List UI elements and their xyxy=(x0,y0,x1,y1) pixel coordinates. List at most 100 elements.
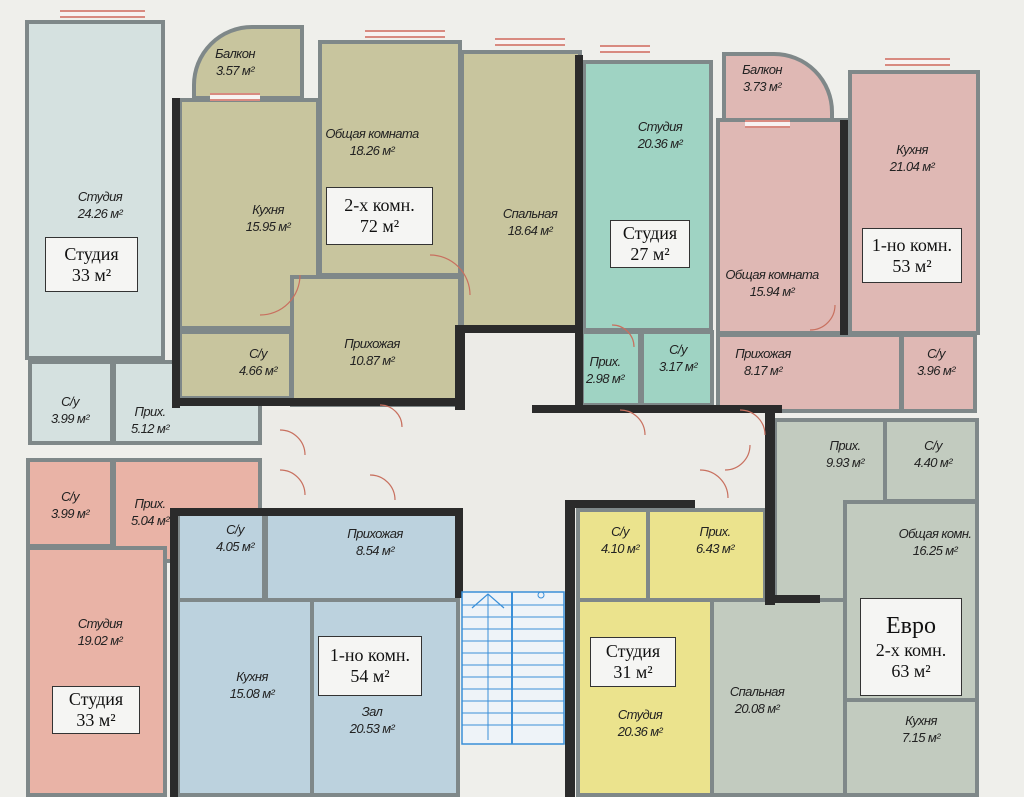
room xyxy=(710,598,847,797)
room-area: 7.15 м² xyxy=(902,730,941,745)
apartment-area: 33 м² xyxy=(76,710,116,730)
room-name: Спальная xyxy=(502,206,558,221)
corridor xyxy=(462,330,582,600)
room-area: 15.94 м² xyxy=(749,284,795,299)
room-area: 9.93 м² xyxy=(826,455,865,470)
room-name: С/у xyxy=(226,522,244,537)
room-area: 18.26 м² xyxy=(349,143,395,158)
room-name: Студия xyxy=(637,119,683,134)
apartment-area: 54 м² xyxy=(350,666,390,686)
wall xyxy=(455,508,463,598)
room-label: Кухня 7.15 м² xyxy=(902,712,941,746)
apartment-area: 53 м² xyxy=(892,255,932,276)
room-name: С/у xyxy=(61,394,79,409)
room-area: 10.87 м² xyxy=(349,353,395,368)
room-name: С/у xyxy=(924,438,942,453)
door-swing xyxy=(699,469,729,499)
apartment-type: 2-х комн. xyxy=(875,640,947,660)
room-area: 5.04 м² xyxy=(131,513,170,528)
apartment-area: 72 м² xyxy=(359,216,400,236)
apartment-type: Студия xyxy=(68,689,124,709)
room-area: 4.66 м² xyxy=(239,363,278,378)
room-name: Прихожая xyxy=(735,346,791,361)
room-area: 8.17 м² xyxy=(744,363,783,378)
room-name: Прих. xyxy=(589,354,622,369)
room-area: 4.40 м² xyxy=(914,455,953,470)
wall xyxy=(170,508,460,516)
apartment-area: 33 м² xyxy=(71,264,112,285)
apartment-type: Студия xyxy=(64,243,119,264)
room-label: Прих.5.12 м² xyxy=(131,403,170,437)
room-area: 4.05 м² xyxy=(216,539,255,554)
room-name: Кухня xyxy=(236,669,268,684)
room-name: Спальная xyxy=(729,684,785,699)
door-swing xyxy=(739,409,766,436)
room-name: Прих. xyxy=(699,524,732,539)
apartment-area: 27 м² xyxy=(630,244,670,264)
room-area: 21.04 м² xyxy=(889,159,935,174)
room-label: С/у 4.05 м² xyxy=(216,521,255,555)
room-area: 3.96 м² xyxy=(917,363,956,378)
room-name: С/у xyxy=(669,342,687,357)
room-area: 3.17 м² xyxy=(659,359,698,374)
room xyxy=(646,508,767,602)
room-area: 3.99 м² xyxy=(51,506,90,521)
room-label: С/у 4.40 м² xyxy=(914,437,953,471)
room xyxy=(25,20,165,360)
room-area: 3.73 м² xyxy=(743,79,782,94)
door-swing xyxy=(724,444,751,471)
room-name: С/у xyxy=(927,346,945,361)
apartment-type: 2-х комн. xyxy=(344,195,415,215)
wall xyxy=(575,500,695,508)
room-area: 5.12 м² xyxy=(131,421,170,436)
room-area: 4.10 м² xyxy=(601,541,640,556)
room-label: С/у 4.66 м² xyxy=(239,345,278,379)
room-area: 19.02 м² xyxy=(77,633,123,648)
room-label: Студия 24.26 м² xyxy=(78,188,123,222)
room-area: 24.26 м² xyxy=(77,206,123,221)
room-area: 2.98 м² xyxy=(586,371,625,386)
apartment-type: Студия xyxy=(605,641,661,661)
room-name: Прих. xyxy=(134,496,167,511)
room-label: Прих.6.43 м² xyxy=(696,523,735,557)
wall xyxy=(840,120,848,335)
apartment-type: Студия xyxy=(622,223,678,243)
wall xyxy=(575,55,583,410)
room xyxy=(310,598,460,797)
room-name: С/у xyxy=(249,346,267,361)
apartment-type: 1-но комн. xyxy=(871,234,953,255)
room xyxy=(848,70,980,335)
room-area: 15.08 м² xyxy=(229,686,275,701)
room-name: Кухня xyxy=(252,202,284,217)
room-label: Прих.9.93 м² xyxy=(826,437,865,471)
room-name: Студия xyxy=(617,707,663,722)
wall xyxy=(712,405,782,413)
room-label: Прих. 2.98 м² xyxy=(586,353,625,387)
room xyxy=(883,418,979,503)
room-area: 20.53 м² xyxy=(349,721,395,736)
door-swing xyxy=(369,474,396,501)
wall xyxy=(455,325,465,410)
room-name: Кухня xyxy=(905,713,937,728)
room-name: Студия xyxy=(77,189,123,204)
room-name: Зал xyxy=(361,704,383,719)
wall xyxy=(765,410,775,605)
window xyxy=(885,58,950,66)
window xyxy=(745,120,790,128)
room-name: Балкон xyxy=(215,46,255,61)
apartment-tag: 2-х комн.72 м² xyxy=(326,187,433,245)
room-area: 15.95 м² xyxy=(245,219,291,234)
wall xyxy=(170,508,178,797)
room xyxy=(900,333,977,413)
window xyxy=(210,93,260,101)
door-swing xyxy=(611,324,635,348)
